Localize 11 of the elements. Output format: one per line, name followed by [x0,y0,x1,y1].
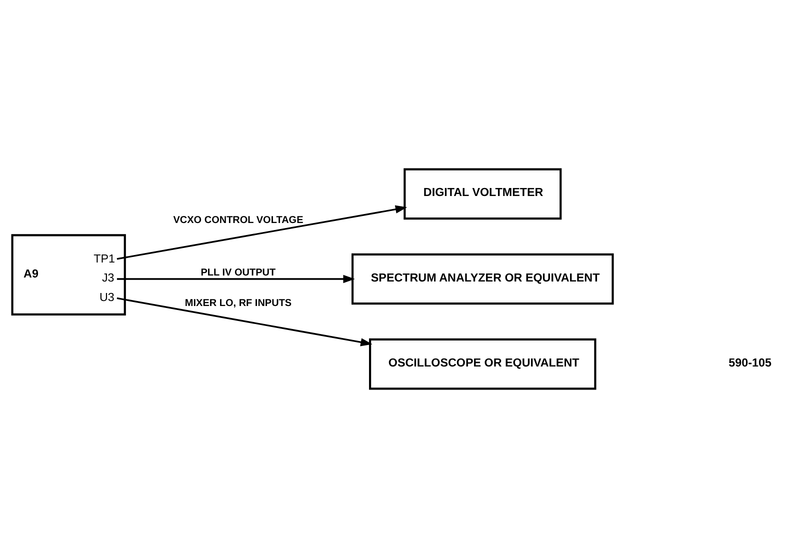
node-box: SPECTRUM ANALYZER OR EQUIVALENT [352,252,614,304]
edge-label: PLL IV OUTPUT [200,266,276,278]
arrow [116,274,355,283]
label: 590-105 [728,356,772,369]
edge-label: MIXER LO, RF INPUTS [184,298,292,309]
arrow [116,204,408,260]
edge-label: VCXO CONTROL VOLTAGE [173,214,304,226]
arrow [116,296,372,346]
node-box: DIGITAL VOLTMETER [404,168,562,220]
node-box: A9 TP1 J3 U3 [11,234,126,315]
node-box: OSCILLOSCOPE OR EQUIVALENT [369,338,596,390]
